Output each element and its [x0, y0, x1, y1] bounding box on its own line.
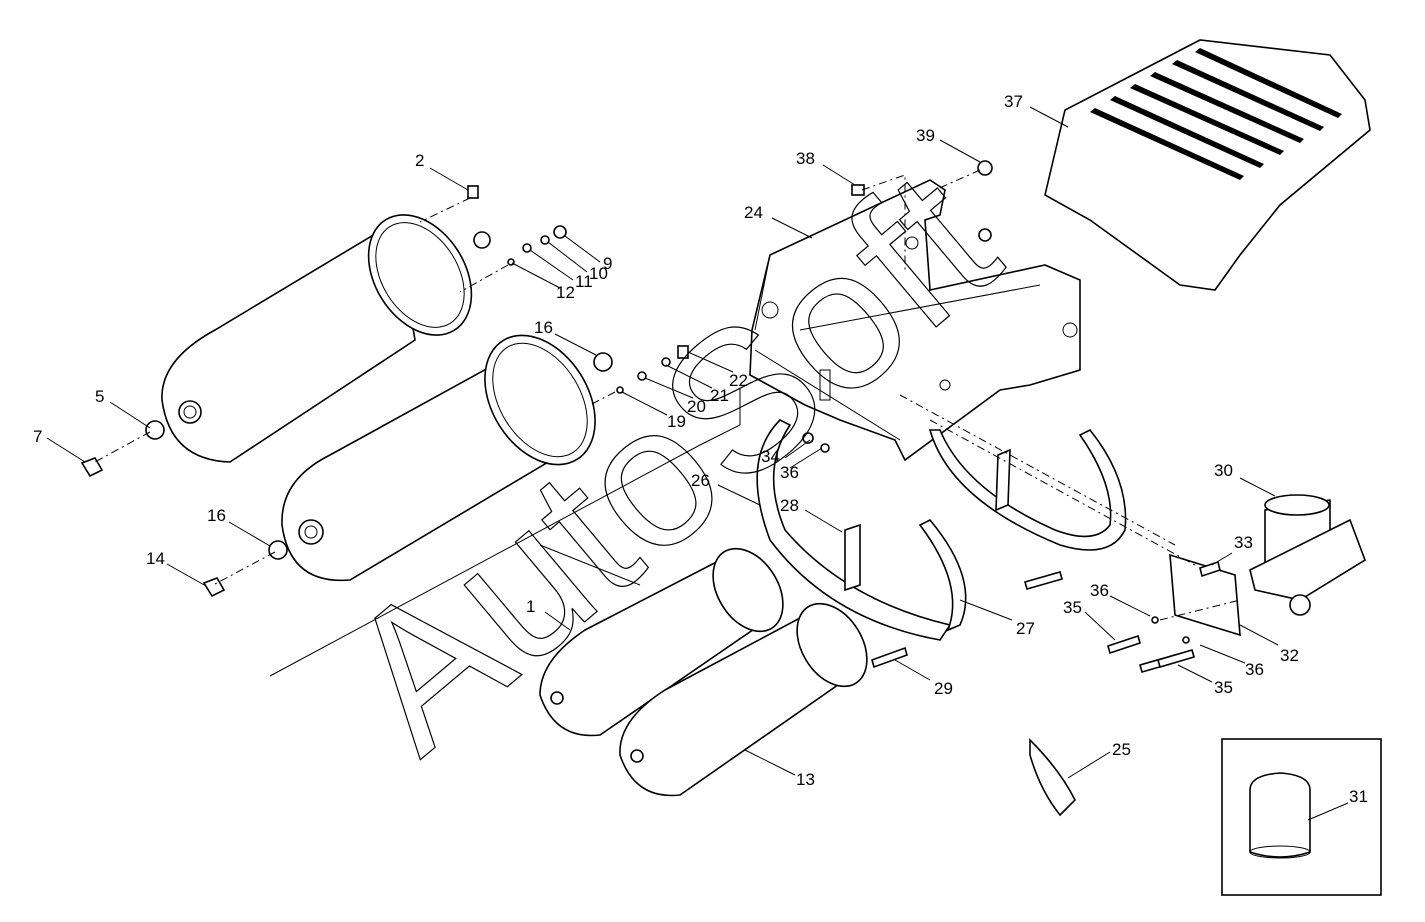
callout-35-lower: 35	[1214, 678, 1233, 697]
small-tank-13	[619, 602, 868, 797]
callout-25: 25	[1112, 740, 1131, 759]
callout-1: 1	[526, 597, 535, 616]
callout-16-lower: 16	[207, 506, 226, 525]
small-tank-1	[539, 547, 784, 737]
callout-32: 32	[1280, 646, 1299, 665]
callout-19: 19	[667, 412, 686, 431]
callout-37: 37	[1004, 92, 1023, 111]
callout-2: 2	[415, 151, 424, 170]
air-tank-middle	[281, 334, 596, 582]
callout-30: 30	[1214, 461, 1233, 480]
callout-21: 21	[710, 386, 729, 405]
callout-29: 29	[934, 679, 953, 698]
air-tank-upper	[161, 214, 473, 463]
callout-27: 27	[1016, 619, 1035, 638]
callout-labels: 2 5 7 9 10 11 12 16 16 14 19 20 21 22 24…	[33, 92, 1368, 806]
callout-14: 14	[146, 549, 165, 568]
battery-cover	[1044, 39, 1371, 291]
callout-16-top: 16	[534, 318, 553, 337]
callout-22: 22	[729, 371, 748, 390]
callout-20: 20	[687, 397, 706, 416]
callout-33: 33	[1234, 533, 1253, 552]
callout-31: 31	[1349, 787, 1368, 806]
callout-38: 38	[796, 149, 815, 168]
mounting-frame	[749, 179, 1081, 462]
callout-5: 5	[95, 387, 104, 406]
callout-7: 7	[33, 427, 42, 446]
callout-34: 34	[761, 447, 780, 466]
inset-filter-box	[1221, 738, 1382, 896]
dryer-valve	[1169, 494, 1366, 637]
leader-lines	[46, 106, 1349, 821]
assembly-lines	[94, 169, 1241, 621]
callout-36-bracket: 36	[1090, 581, 1109, 600]
callout-28: 28	[780, 496, 799, 515]
callout-35-left: 35	[1063, 598, 1082, 617]
callout-26: 26	[691, 471, 710, 490]
callout-13: 13	[796, 770, 815, 789]
callout-36-frame: 36	[780, 463, 799, 482]
fasteners	[80, 160, 1221, 673]
callout-12: 12	[556, 283, 575, 302]
callout-24: 24	[744, 203, 763, 222]
callout-36-lower: 36	[1245, 660, 1264, 679]
callout-10: 10	[589, 264, 608, 283]
callout-39: 39	[916, 126, 935, 145]
tank-straps	[756, 419, 1127, 817]
callout-11: 11	[575, 272, 593, 291]
callout-9: 9	[603, 254, 612, 273]
guide-lines	[269, 388, 741, 677]
